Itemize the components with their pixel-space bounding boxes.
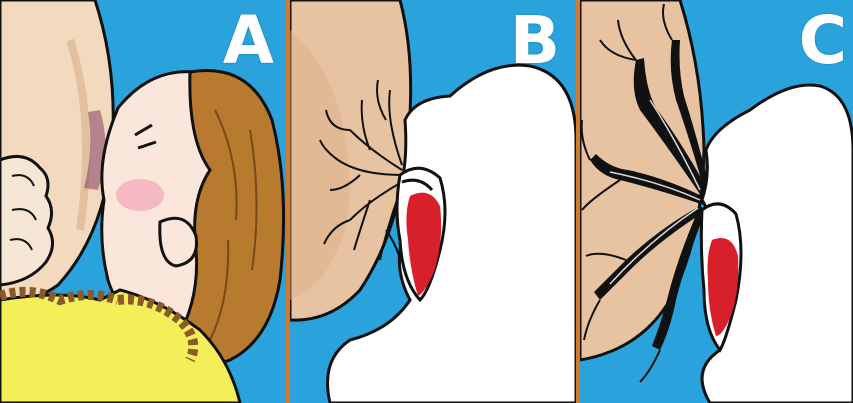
panel-c: C — [580, 0, 853, 403]
panel-b: B — [290, 0, 576, 403]
panel-a: A — [0, 0, 286, 403]
panel-b-label: B — [510, 8, 560, 74]
baby-ear-illustration — [160, 218, 197, 266]
panel-c-label: C — [799, 8, 847, 74]
baby-hand-illustration — [0, 156, 53, 285]
panel-a-label: A — [223, 8, 274, 74]
